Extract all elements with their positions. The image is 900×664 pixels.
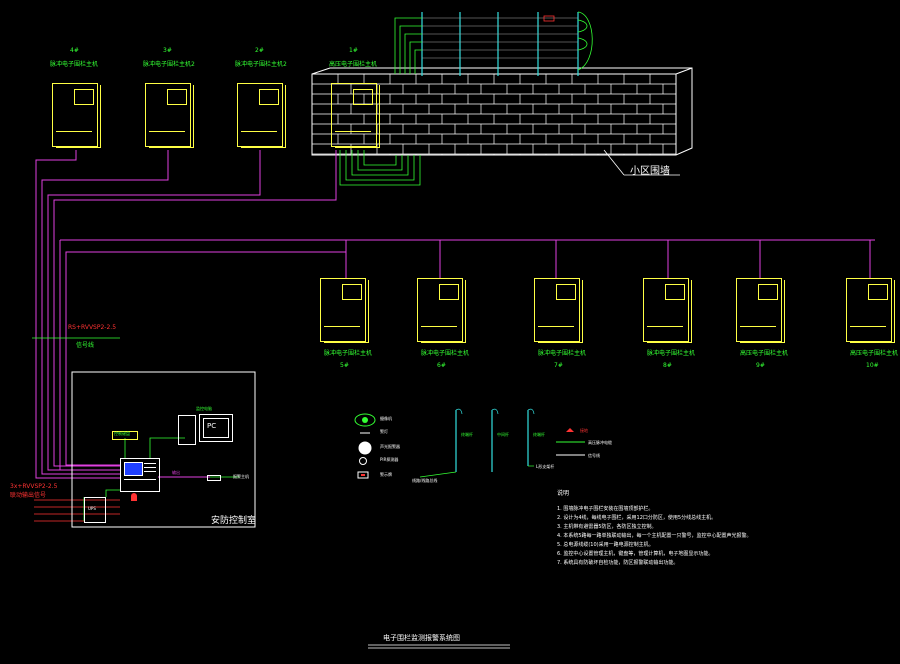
pole-1-label: 终端杆 [461,432,473,437]
pole-elevations [455,410,529,472]
wall-label: 小区围墙 [630,166,670,177]
note-item: 2. 设计为4线，每线电子围栏，采用12口分防区，使用5分线总线主机。 [557,515,717,521]
output-label: 输出 [172,470,180,475]
cable-spec-label: RS+RVVSP2-2.5 [68,324,117,331]
top-host-4-name: 高压电子围栏主机 [329,61,378,68]
note-item: 3. 主机带有避雷器5防区，各防区独立控制。 [557,524,657,530]
control-room-outline [71,371,256,528]
note-item: 1. 围墙脉冲电子围栏安装在围墙顶部护栏。 [557,506,654,512]
pole-base-label-1: 线路/线路总线 [412,478,438,483]
top-host-1-number: 4# [70,47,79,54]
bottom-host-4-name: 脉冲电子围栏主机 [647,350,696,357]
fence-end-loops [577,11,593,71]
top-host-3-number: 2# [255,47,264,54]
bottom-host-1[interactable] [320,278,372,344]
fence-posts [421,12,579,76]
drawing-title: 电子围栏监测报警系统图 [383,634,460,642]
top-host-3[interactable] [237,83,289,149]
bottom-host-5-name: 高压电子围栏主机 [740,350,789,357]
bottom-host-4-number: 8# [663,362,672,369]
notes-heading: 说明 [557,490,570,497]
camera-legend-label: 摄像机 [380,416,392,421]
pc-monitor[interactable]: PC [199,414,233,442]
note-item: 7. 系统具有防破坏自检功能，防区报警联动输出功能。 [557,560,679,566]
bottom-host-2-number: 6# [437,362,446,369]
bottom-host-4[interactable] [643,278,695,344]
ups-device[interactable] [84,497,106,523]
top-host-4-number: 1# [349,47,358,54]
top-host-1[interactable] [52,83,104,149]
bottom-host-1-name: 脉冲电子围栏主机 [324,350,373,357]
hv-line-label: 高压脉冲电缆 [588,440,612,445]
monitor-label: 监控电脑 [196,406,212,411]
bottom-host-3-name: 脉冲电子围栏主机 [538,350,587,357]
bottom-host-5[interactable] [736,278,788,344]
bottom-host-3-number: 7# [554,362,563,369]
signal-line-label: 信号线 [588,453,600,458]
alarm-output-label: 报警主机 [233,474,249,479]
pc-tower[interactable] [178,415,196,445]
note-item: 6. 监控中心设置管理主机，键盘等，管理计算机，电子地图显示功能。 [557,551,714,557]
power-feed [34,499,120,522]
detector-legend-label: PIR探测器 [380,457,399,462]
cable-type-label: 信号线 [76,342,95,349]
pc-label: PC [207,422,217,430]
note-item: 5. 总电源线缆(10)采用一路电源控制主机。 [557,542,654,548]
output-relay [207,475,221,481]
fence-wires [422,17,578,59]
keyboard-label: 控制键盘 [114,431,130,436]
fence-warning-sign [543,15,555,22]
alarm-host-panel[interactable] [120,458,160,492]
power-type-label: 联动输出信号 [10,492,47,499]
sign-legend-label: 警示牌 [380,472,392,477]
top-host-2[interactable] [145,83,197,149]
legend-symbols [354,413,376,479]
pole-3-label: 终端杆 [533,432,545,437]
pole-base-label-2: L形支架杆 [536,464,555,469]
design-notes: 说明 1. 围墙脉冲电子围栏安装在围墙顶部护栏。 2. 设计为4线，每线电子围栏，… [557,488,887,568]
bottom-host-5-number: 9# [756,362,765,369]
control-room-title: 安防控制室 [211,516,257,526]
power-spec-label: 3x+RVVSP2-2.5 [10,483,58,490]
bottom-host-6-name: 高压电子围栏主机 [850,350,899,357]
siren-legend-label: 声光报警器 [380,444,400,449]
light-legend-label: 警灯 [380,429,388,434]
fence-feed-wires [339,17,422,186]
bottom-host-6[interactable] [846,278,898,344]
bottom-host-2[interactable] [417,278,469,344]
ground-label: 接地 [580,428,588,433]
siren-device [131,493,137,501]
top-host-3-name: 脉冲电子围栏主机2 [235,61,287,68]
ups-label: UPS [88,506,96,511]
bottom-host-3[interactable] [534,278,586,344]
pole-2-label: 中间杆 [497,432,509,437]
top-host-1-name: 脉冲电子围栏主机 [50,61,99,68]
bottom-host-1-number: 5# [340,362,349,369]
top-host-2-number: 3# [163,47,172,54]
ground-symbol [566,428,574,432]
top-host-2-name: 脉冲电子围栏主机2 [143,61,195,68]
bottom-host-6-number: 10# [866,362,879,369]
top-host-4[interactable] [331,83,383,149]
keyboard-device[interactable] [112,431,138,440]
note-item: 4. 本系统5路每一路单独联动输出，每一个主机配置一只警号，监控中心配置声光报警… [557,533,752,539]
bottom-host-2-name: 脉冲电子围栏主机 [421,350,470,357]
